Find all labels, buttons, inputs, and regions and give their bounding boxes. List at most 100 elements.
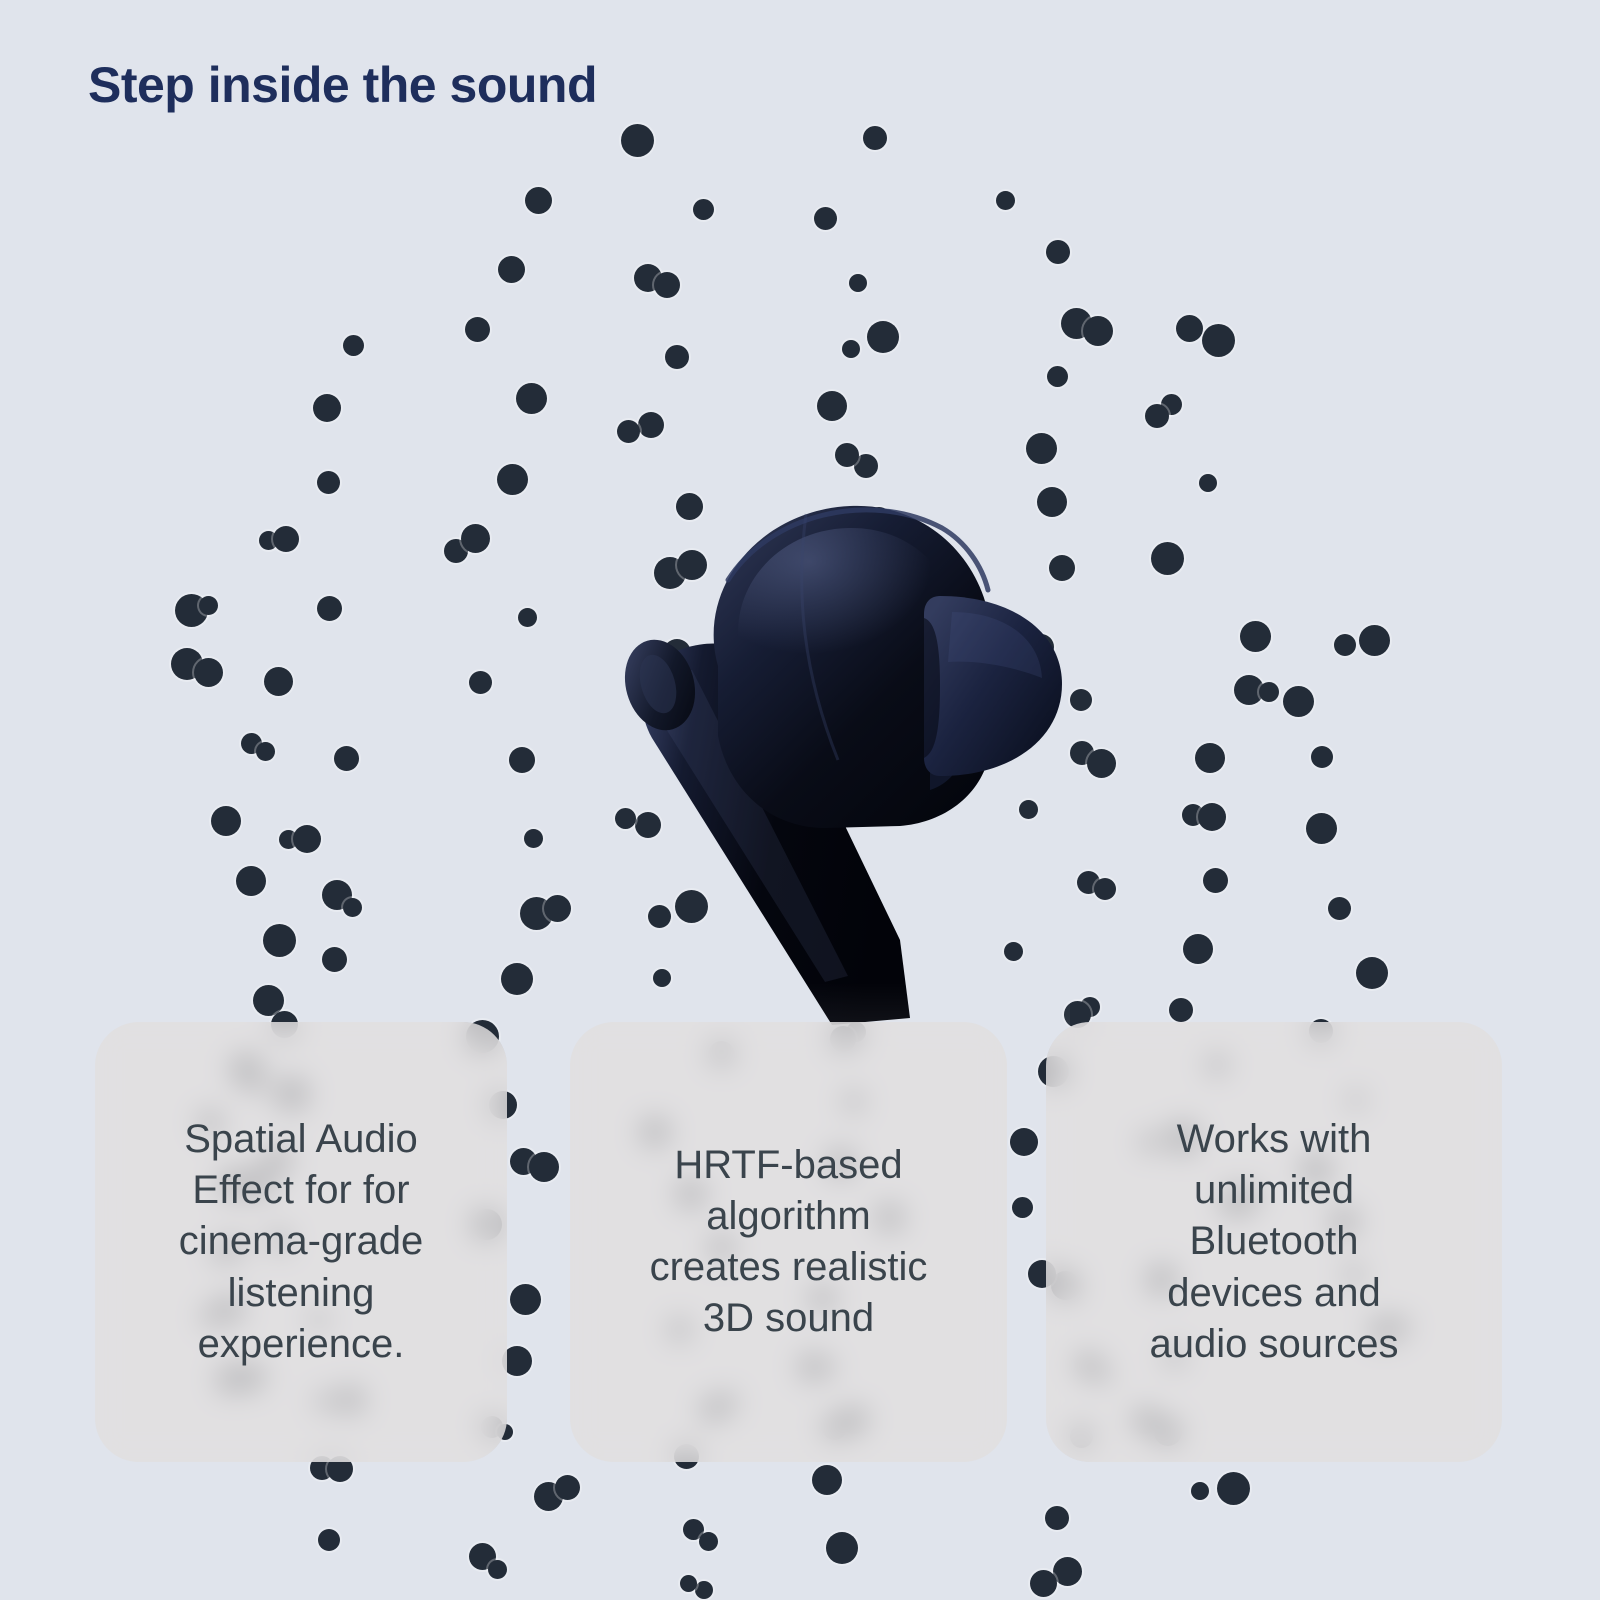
- soundwave-dot: [235, 865, 266, 896]
- soundwave-dot: [1183, 934, 1214, 965]
- soundwave-dot: [835, 443, 860, 468]
- soundwave-dot: [321, 880, 352, 911]
- soundwave-dot: [1258, 681, 1279, 702]
- soundwave-dot: [1161, 393, 1183, 415]
- soundwave-dot: [683, 1518, 705, 1540]
- soundwave-dot: [634, 264, 663, 293]
- soundwave-dot: [500, 962, 533, 995]
- soundwave-dot: [680, 1574, 698, 1592]
- soundwave-dot: [1355, 957, 1388, 990]
- soundwave-dot: [1077, 870, 1101, 894]
- soundwave-dot: [841, 339, 860, 358]
- page-title: Step inside the sound: [88, 57, 597, 113]
- soundwave-dot: [867, 320, 900, 353]
- soundwave-dot: [1025, 432, 1057, 464]
- soundwave-dot: [313, 394, 342, 423]
- soundwave-dot: [279, 829, 299, 849]
- feature-card-hrtf-algorithm[interactable]: HRTF-based algorithm creates realistic 3…: [570, 1022, 1007, 1462]
- soundwave-dot: [258, 530, 278, 550]
- soundwave-dot: [1334, 633, 1357, 656]
- soundwave-dot: [1168, 998, 1193, 1023]
- soundwave-dot: [1150, 542, 1184, 576]
- soundwave-dot: [1182, 804, 1205, 827]
- soundwave-dot: [496, 464, 528, 496]
- soundwave-dot: [848, 274, 867, 293]
- soundwave-dot: [263, 666, 293, 696]
- soundwave-dot: [698, 1532, 718, 1552]
- soundwave-dot: [825, 1531, 858, 1564]
- soundwave-dot: [1060, 308, 1092, 340]
- soundwave-dot: [1199, 473, 1218, 492]
- soundwave-dot: [241, 733, 263, 755]
- soundwave-dot: [1202, 323, 1236, 357]
- soundwave-dot: [498, 255, 525, 283]
- soundwave-dot: [1358, 624, 1390, 656]
- soundwave-dot: [1082, 315, 1113, 346]
- soundwave-dot: [322, 946, 348, 972]
- soundwave-dot: [863, 126, 888, 150]
- soundwave-dot: [1311, 745, 1334, 768]
- soundwave-dot: [996, 190, 1016, 210]
- feature-card-text: Works with unlimited Bluetooth devices a…: [1149, 1117, 1399, 1366]
- soundwave-dot: [171, 647, 204, 680]
- soundwave-dot: [1239, 620, 1271, 652]
- soundwave-dot: [317, 596, 343, 622]
- feature-card-bluetooth-devices[interactable]: Works with unlimited Bluetooth devices a…: [1046, 1022, 1502, 1462]
- feature-card-text: HRTF-based algorithm creates realistic 3…: [649, 1142, 928, 1341]
- soundwave-dot: [1306, 812, 1338, 844]
- soundwave-dot: [617, 419, 641, 443]
- soundwave-dot: [1190, 1482, 1209, 1500]
- soundwave-dot: [1053, 1556, 1083, 1586]
- soundwave-dot: [342, 334, 364, 356]
- soundwave-dot: [637, 412, 664, 439]
- soundwave-dot: [253, 985, 285, 1017]
- soundwave-dot: [1093, 877, 1116, 900]
- soundwave-dot: [1176, 315, 1203, 343]
- soundwave-dot: [292, 825, 321, 854]
- soundwave-dot: [1079, 996, 1100, 1017]
- soundwave-dot: [1202, 867, 1228, 893]
- feature-card-text: Spatial Audio Effect for for cinema-grad…: [178, 1117, 424, 1366]
- soundwave-dot: [654, 272, 681, 299]
- feature-card-spatial-audio[interactable]: Spatial Audio Effect for for cinema-grad…: [95, 1022, 507, 1462]
- soundwave-dot: [1198, 802, 1227, 831]
- soundwave-dot: [174, 593, 208, 627]
- soundwave-dot: [1144, 404, 1169, 429]
- soundwave-dot: [1194, 742, 1225, 773]
- soundwave-dot: [1087, 749, 1117, 779]
- soundwave-dot: [211, 806, 242, 837]
- soundwave-dot: [194, 658, 224, 688]
- soundwave-dot: [465, 317, 491, 343]
- soundwave-dot: [468, 1543, 496, 1571]
- soundwave-dot: [318, 1528, 341, 1551]
- soundwave-dot: [1047, 365, 1069, 387]
- soundwave-dot: [508, 747, 535, 774]
- soundwave-dot: [316, 471, 340, 495]
- soundwave-dot: [263, 924, 297, 958]
- soundwave-dot: [519, 897, 553, 931]
- soundwave-dot: [461, 523, 491, 553]
- soundwave-dot: [343, 898, 363, 918]
- soundwave-dot: [1283, 686, 1315, 718]
- soundwave-dot: [812, 1464, 843, 1495]
- soundwave-dot: [555, 1475, 581, 1501]
- soundwave-dot: [1045, 1505, 1070, 1530]
- soundwave-dot: [1070, 689, 1093, 712]
- soundwave-dot: [469, 671, 493, 695]
- soundwave-dot: [816, 390, 847, 421]
- soundwave-dot: [1233, 674, 1264, 705]
- soundwave-dot: [524, 829, 544, 849]
- soundwave-dot: [1216, 1471, 1250, 1505]
- soundwave-dot: [518, 607, 538, 627]
- soundwave-dot: [443, 539, 468, 564]
- earbud-icon: [600, 470, 1070, 1050]
- soundwave-dot: [1328, 897, 1352, 921]
- soundwave-dot: [1045, 240, 1070, 265]
- soundwave-dot: [198, 595, 218, 615]
- soundwave-dot: [620, 123, 654, 157]
- soundwave-dot: [515, 382, 547, 414]
- soundwave-dot: [1030, 1569, 1058, 1597]
- soundwave-dot: [813, 207, 837, 231]
- soundwave-dot: [692, 198, 714, 220]
